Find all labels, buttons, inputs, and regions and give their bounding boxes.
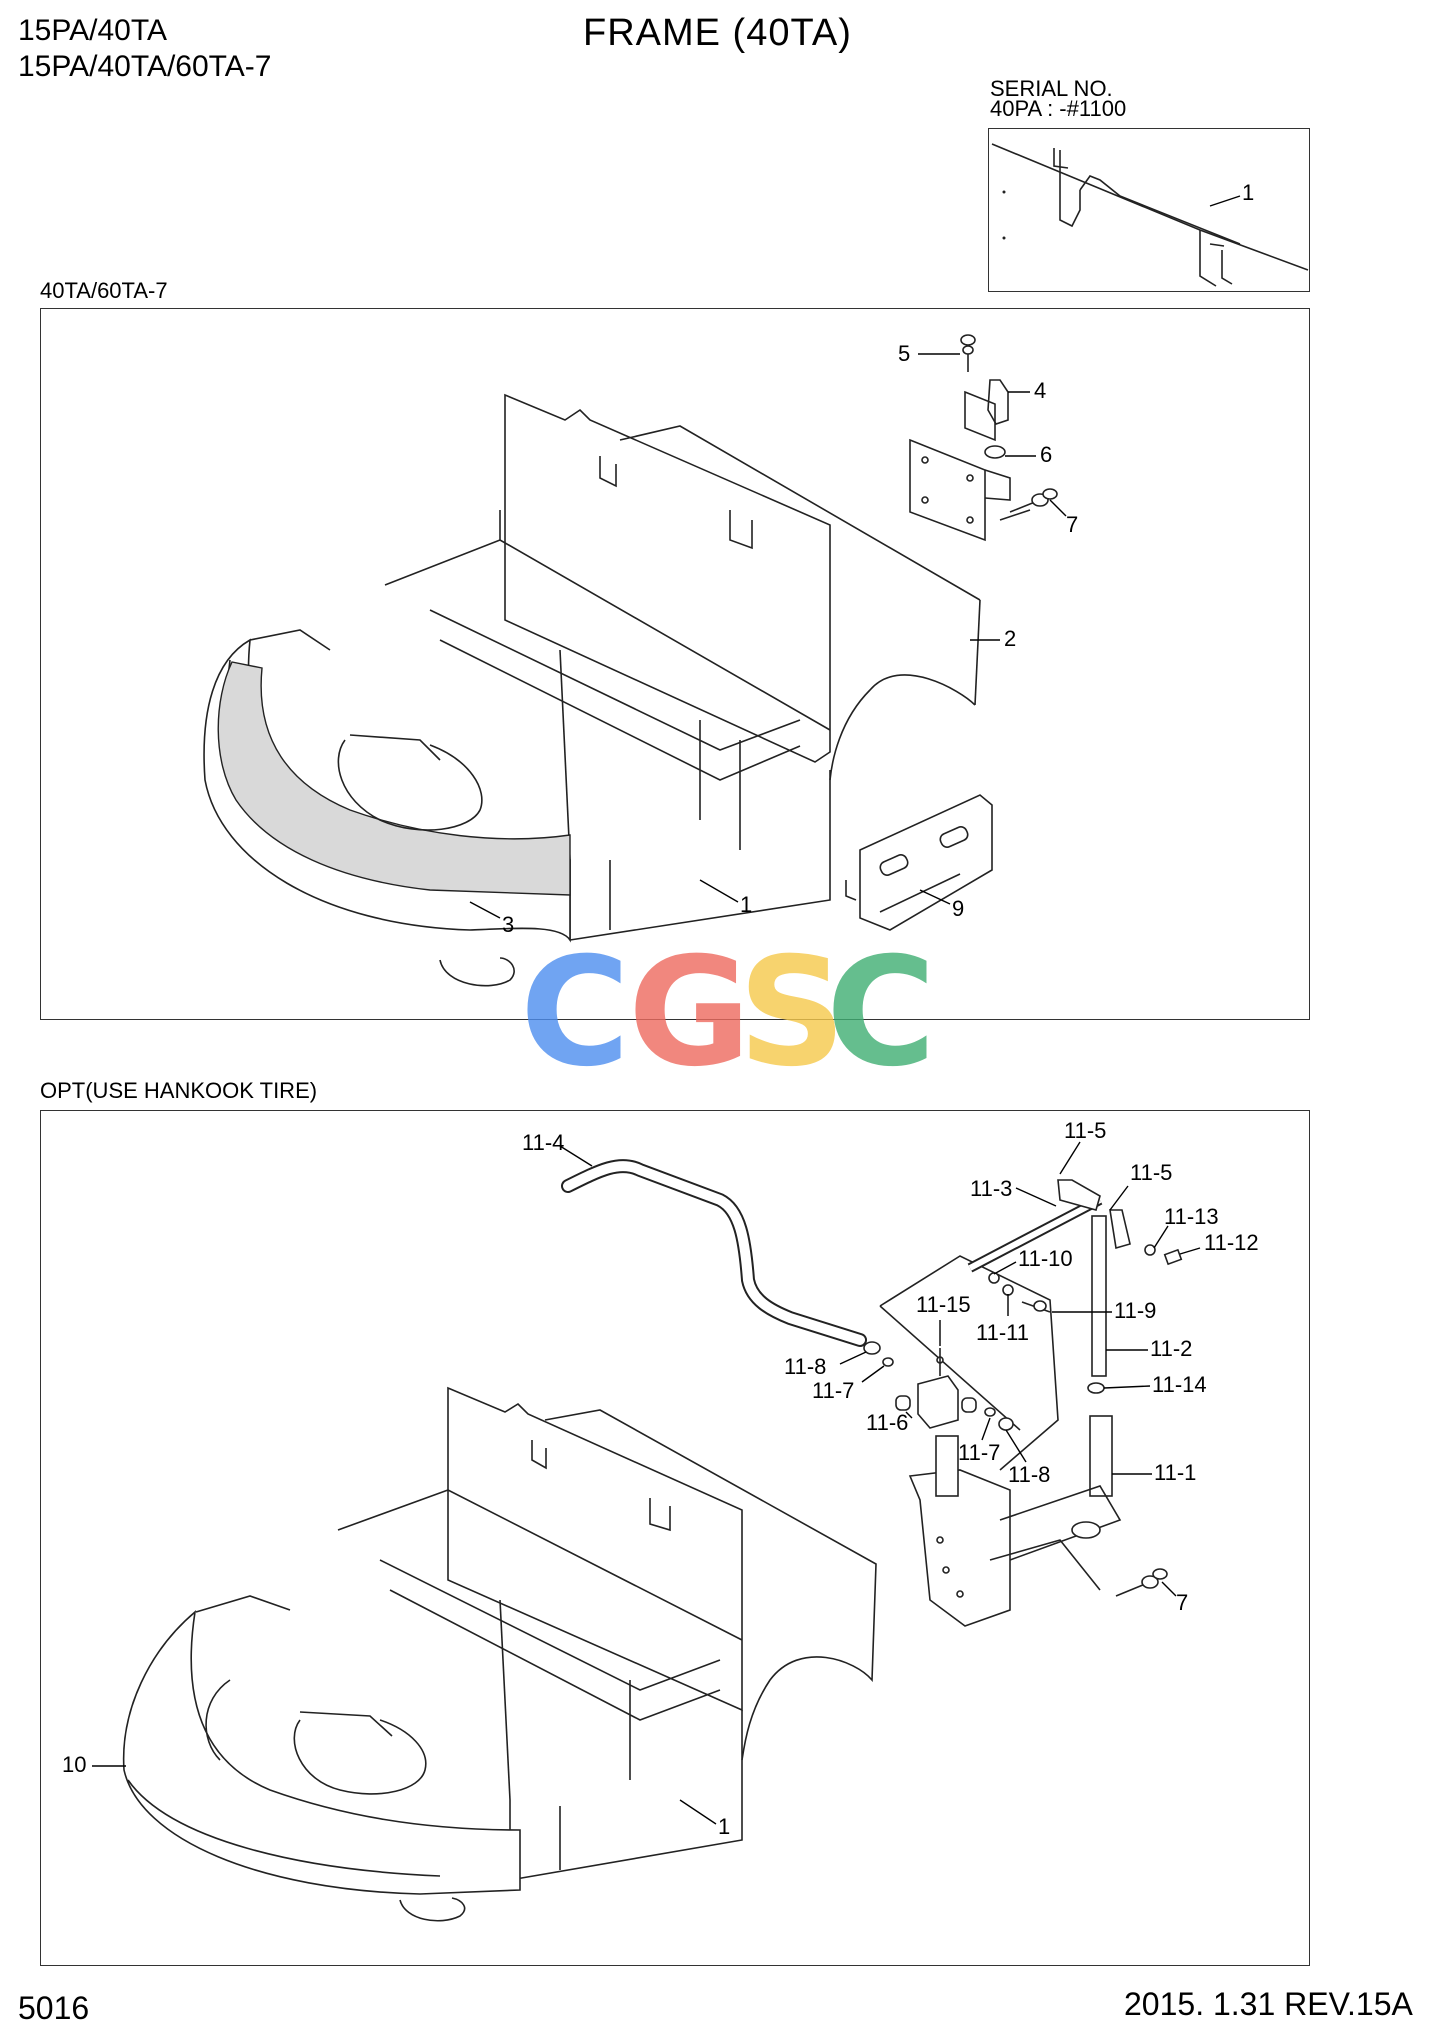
bottom-callout-11-11: 11-11 bbox=[976, 1320, 1029, 1345]
bottom-callout-11-7a: 11-7 bbox=[812, 1378, 854, 1403]
watermark-letter-2: G bbox=[628, 926, 751, 1100]
watermark-letter-1: C bbox=[520, 926, 630, 1100]
bottom-frame-drawing: 11-4 11-5 11-3 11-5 11-13 11-12 11-10 11… bbox=[62, 1118, 1259, 1922]
revision-stamp: 2015. 1.31 REV.15A bbox=[1124, 1986, 1413, 2022]
bottom-callout-11-6: 11-6 bbox=[866, 1410, 908, 1435]
serial-range: 40PA : -#1100 bbox=[990, 96, 1127, 121]
bottom-callout-11-2: 11-2 bbox=[1150, 1336, 1192, 1361]
top-frame-drawing: 5 4 6 7 2 9 1 3 bbox=[203, 334, 1078, 987]
watermark-letter-4: C bbox=[826, 926, 936, 1100]
bottom-callout-11-10: 11-10 bbox=[1018, 1246, 1073, 1271]
model-line-2: 15PA/40TA/60TA-7 bbox=[18, 50, 272, 83]
page-number: 5016 bbox=[18, 1990, 90, 2026]
bottom-callout-11-15: 11-15 bbox=[916, 1292, 971, 1317]
inset-callout-1: 1 bbox=[1242, 180, 1254, 205]
top-callout-3: 3 bbox=[502, 912, 514, 937]
bottom-callout-1: 1 bbox=[718, 1814, 730, 1839]
bottom-callout-11-14: 11-14 bbox=[1152, 1372, 1207, 1397]
bottom-callout-11-5a: 11-5 bbox=[1064, 1118, 1106, 1143]
top-callout-6: 6 bbox=[1040, 442, 1052, 467]
bottom-callout-11-8a: 11-8 bbox=[784, 1354, 826, 1379]
top-callout-1: 1 bbox=[740, 892, 752, 917]
bottom-callout-11-7b: 11-7 bbox=[958, 1440, 1000, 1465]
page-title: FRAME (40TA) bbox=[583, 12, 852, 54]
bottom-callout-11-4: 11-4 bbox=[522, 1130, 564, 1155]
section-top-panel bbox=[40, 308, 1310, 1020]
bottom-callout-11-13: 11-13 bbox=[1164, 1204, 1219, 1229]
inset-drawing: 1 bbox=[991, 143, 1309, 287]
serial-label: SERIAL NO. bbox=[990, 76, 1113, 101]
bottom-callout-11-8b: 11-8 bbox=[1008, 1462, 1050, 1487]
section-bottom-caption: OPT(USE HANKOOK TIRE) bbox=[40, 1078, 318, 1103]
watermark-letter-3: S bbox=[738, 926, 846, 1100]
cgsc-watermark: C G S C bbox=[520, 926, 936, 1100]
top-callout-4: 4 bbox=[1034, 378, 1046, 403]
top-callout-5: 5 bbox=[898, 341, 910, 366]
bottom-callout-11-5b: 11-5 bbox=[1130, 1160, 1172, 1185]
model-line-1: 15PA/40TA bbox=[18, 14, 167, 47]
bottom-callout-11-3: 11-3 bbox=[970, 1176, 1012, 1201]
top-callout-9: 9 bbox=[952, 896, 964, 921]
bottom-callout-11-12: 11-12 bbox=[1204, 1230, 1259, 1255]
bottom-callout-11-1: 11-1 bbox=[1154, 1460, 1196, 1485]
bottom-callout-7: 7 bbox=[1176, 1590, 1188, 1615]
top-callout-7: 7 bbox=[1066, 512, 1078, 537]
section-top-caption: 40TA/60TA-7 bbox=[40, 278, 168, 303]
bottom-callout-11-9: 11-9 bbox=[1114, 1298, 1156, 1323]
bottom-callout-10: 10 bbox=[62, 1752, 86, 1777]
top-callout-2: 2 bbox=[1004, 626, 1016, 651]
inset-panel bbox=[988, 128, 1310, 292]
section-bottom-panel bbox=[40, 1110, 1310, 1966]
